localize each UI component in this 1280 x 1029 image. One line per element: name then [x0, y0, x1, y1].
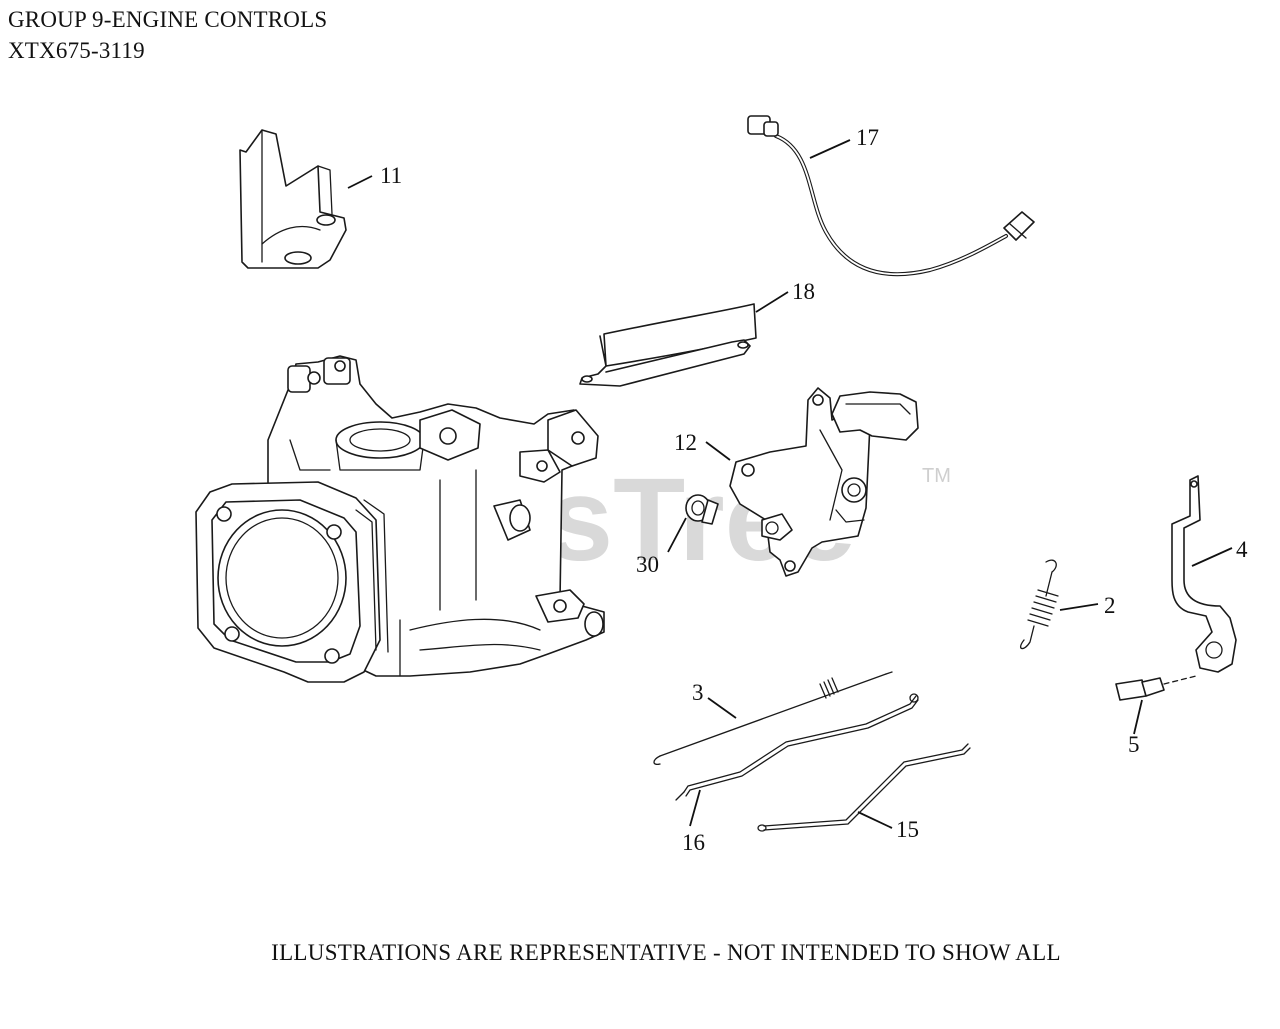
callout-12: 12: [674, 430, 697, 455]
callout-11: 11: [380, 163, 402, 188]
part-11-bracket[interactable]: [239, 129, 347, 269]
part-5-knob[interactable]: [1115, 675, 1197, 701]
callout-3: 3: [692, 680, 704, 705]
leader-lines: [347, 139, 1233, 829]
callout-18: 18: [792, 279, 815, 304]
callout-17: 17: [856, 125, 879, 150]
watermark-trademark: TM: [922, 465, 951, 487]
callout-2: 2: [1104, 593, 1116, 618]
model-number: XTX675-3119: [8, 38, 145, 63]
part-3-rod[interactable]: [653, 671, 893, 766]
part-18-shield[interactable]: [579, 303, 757, 387]
callout-30: 30: [636, 552, 659, 577]
part-16-link-rod[interactable]: [675, 693, 919, 801]
part-15-link-rod[interactable]: [757, 743, 971, 832]
callout-5: 5: [1128, 732, 1140, 757]
diagram-group-title: GROUP 9-ENGINE CONTROLS: [8, 7, 328, 32]
callout-15: 15: [896, 817, 919, 842]
footer-disclaimer: ILLUSTRATIONS ARE REPRESENTATIVE - NOT I…: [271, 940, 1061, 965]
engine-block: [195, 355, 605, 683]
part-4-lever[interactable]: [1171, 475, 1237, 673]
part-12-control-bracket[interactable]: [729, 387, 919, 577]
part-30-clip[interactable]: [685, 494, 719, 525]
part-2-spring[interactable]: [1020, 559, 1059, 650]
callout-16: 16: [682, 830, 705, 855]
callout-4: 4: [1236, 537, 1248, 562]
part-17-wire-harness[interactable]: [747, 115, 1035, 277]
